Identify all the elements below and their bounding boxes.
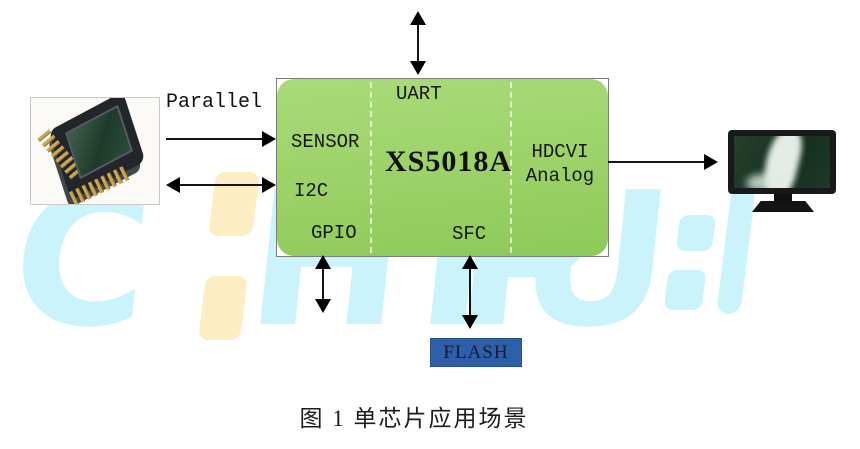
sfc-arrow-line <box>469 267 471 317</box>
sfc-arrow-head-icon <box>462 255 478 269</box>
uart-arrow-head-icon <box>410 61 426 75</box>
port-label-gpio: GPIO <box>311 222 357 244</box>
monitor-neck <box>774 194 792 202</box>
waterfall-splash <box>746 174 780 188</box>
flash-label: FLASH <box>443 341 509 363</box>
gpio-arrow-head-icon <box>315 255 331 269</box>
chip-block-fill <box>277 79 608 256</box>
port-label-uart: UART <box>396 83 442 105</box>
monitor-photo <box>726 128 840 216</box>
figure-caption: 图 1 单芯片应用场景 <box>299 406 529 431</box>
image-sensor-photo <box>30 97 160 205</box>
monitor-screen <box>734 136 830 188</box>
chip-section-divider <box>370 82 372 253</box>
parallel-arrow-line <box>166 138 264 140</box>
port-label-hdcvi: HDCVI Analog <box>517 140 603 188</box>
chip-name: XS5018A <box>385 145 513 178</box>
port-label-hdcvi-line2: Analog <box>525 165 595 187</box>
hdcvi-arrow-line <box>608 161 706 163</box>
i2c-arrow-line <box>180 184 264 186</box>
watermark-accent-bar-top <box>208 172 260 236</box>
port-label-sfc: SFC <box>452 223 487 245</box>
i2c-arrow-head-icon <box>262 177 276 193</box>
i2c-arrow-head-icon <box>166 177 180 193</box>
hdcvi-arrow-head-icon <box>704 154 718 170</box>
uart-arrow-head-icon <box>410 11 426 25</box>
gpio-arrow-head-icon <box>315 299 331 313</box>
watermark-accent-bar-bottom <box>198 276 248 340</box>
gpio-arrow-line <box>322 267 324 301</box>
chip-block: SENSOR I2C GPIO UART SFC HDCVI Analog XS… <box>276 78 609 257</box>
uart-arrow-line <box>417 24 419 64</box>
parallel-arrow-head-icon <box>262 131 276 147</box>
chip-section-divider <box>510 82 512 253</box>
flash-box: FLASH <box>430 338 522 367</box>
watermark-fragment-square <box>663 270 707 310</box>
port-label-hdcvi-line1: HDCVI <box>531 141 589 163</box>
sfc-arrow-head-icon <box>462 315 478 329</box>
port-label-i2c: I2C <box>294 180 329 202</box>
watermark-fragment-square <box>675 215 717 251</box>
port-label-sensor: SENSOR <box>291 131 360 153</box>
monitor-base <box>752 201 814 212</box>
parallel-bus-label: Parallel <box>166 91 263 114</box>
